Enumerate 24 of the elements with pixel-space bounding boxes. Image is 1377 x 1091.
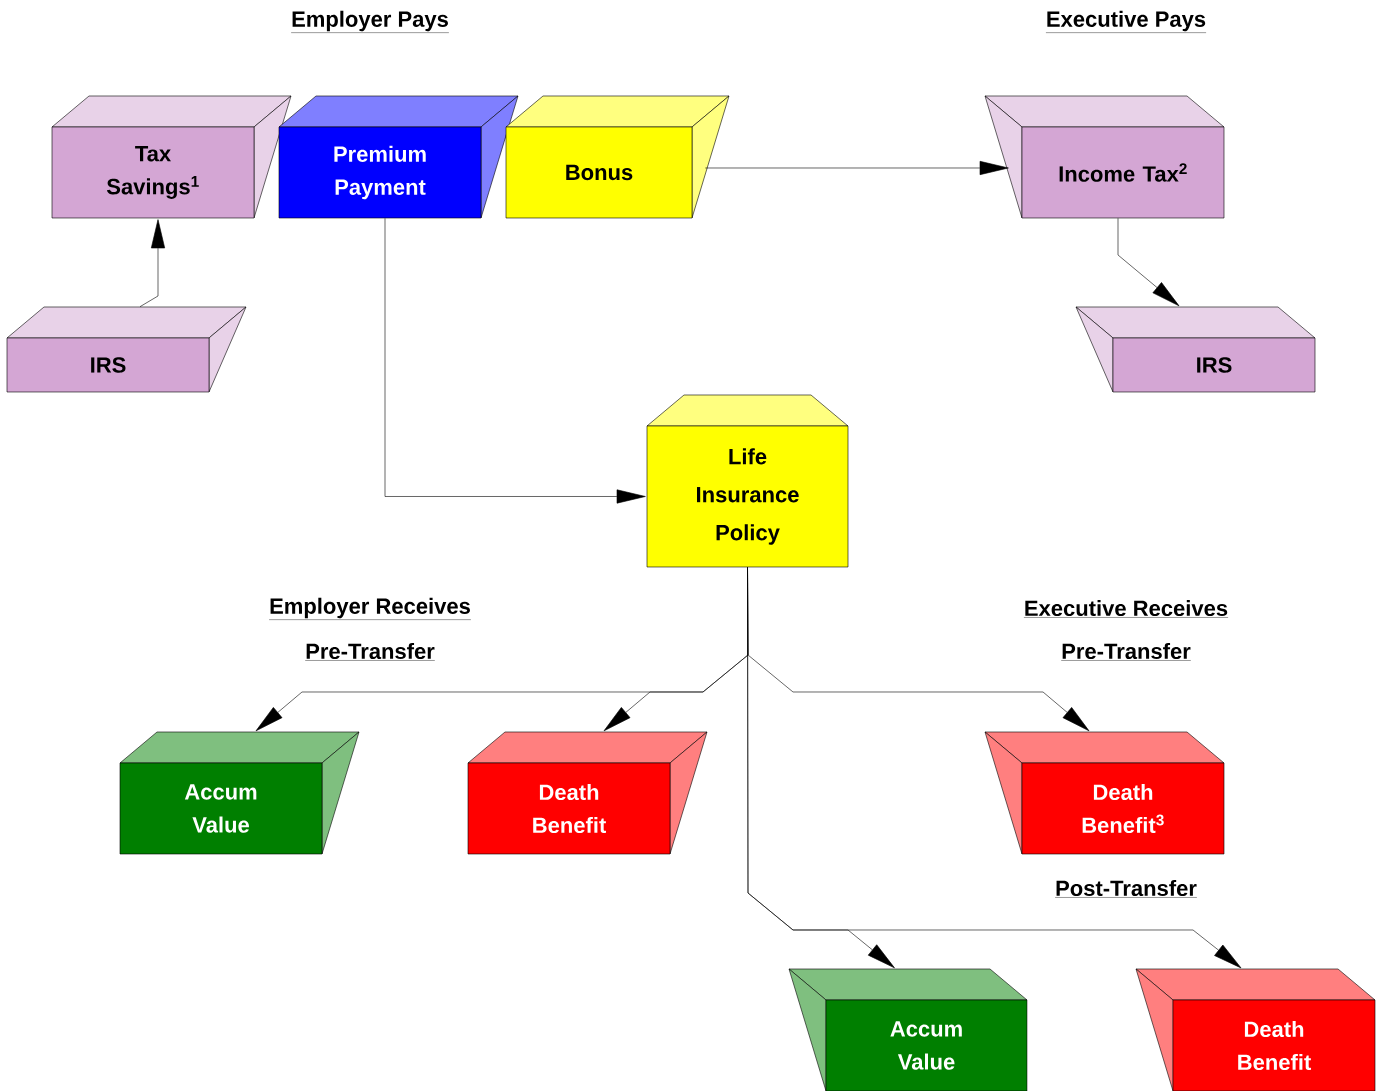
arrow — [747, 567, 1242, 969]
heading: Pre-Transfer — [305, 642, 435, 661]
heading: Executive Receives — [1023, 599, 1229, 618]
box: Tax Savings$^{1}$ — [51, 95, 292, 219]
box: IRS — [1075, 306, 1316, 393]
heading: Employer Pays — [290, 10, 450, 33]
box: Accum Value — [788, 968, 1028, 1091]
box: Death Benefit — [467, 731, 708, 855]
box: Accum Value — [119, 731, 360, 855]
heading: Post-Transfer — [1054, 879, 1198, 898]
box: Premium Payment — [278, 95, 519, 219]
heading: Employer Receives — [268, 597, 472, 620]
box: IRS — [6, 306, 247, 393]
arrow — [705, 161, 1009, 175]
box: Bonus — [505, 95, 730, 219]
heading: Pre-Transfer — [1061, 642, 1191, 661]
box: Death Benefit$^{3}$ — [984, 731, 1225, 855]
arrow — [384, 218, 646, 504]
box: Death Benefit — [1135, 968, 1376, 1091]
box: Income Tax$^{2}$ — [984, 95, 1225, 219]
heading: Executive Pays — [1045, 10, 1207, 33]
arrow — [1117, 218, 1180, 307]
box: Life Insurance Policy — [646, 394, 849, 568]
arrow — [139, 219, 165, 307]
